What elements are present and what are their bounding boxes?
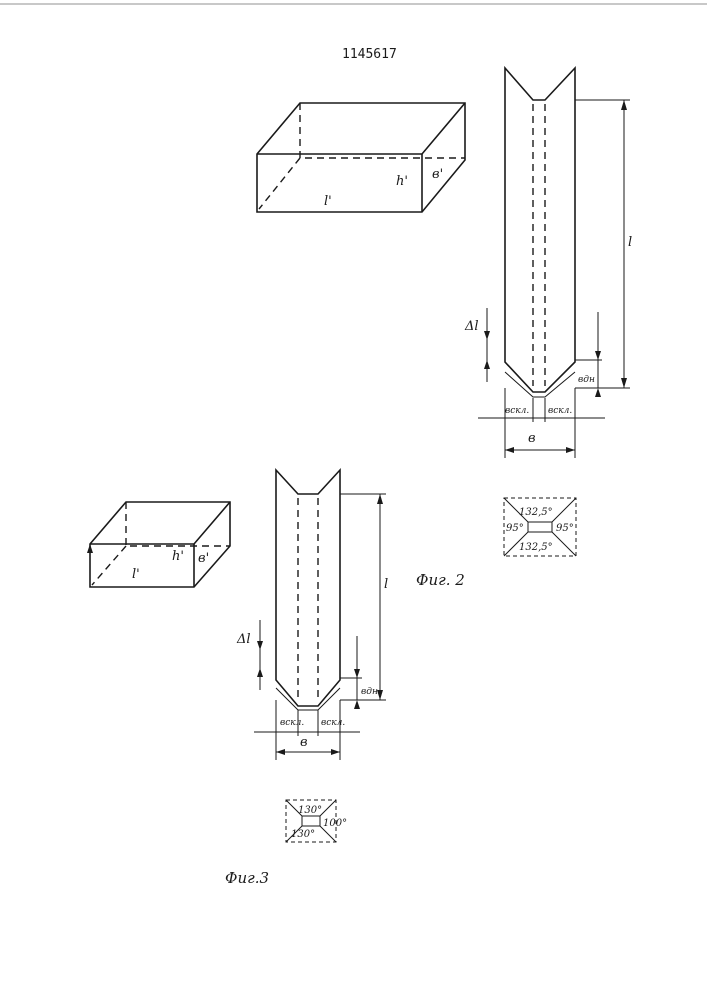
fig2-blank-length-label: l' xyxy=(324,194,332,209)
fig3-blank-height-label: h' xyxy=(172,549,184,564)
fig2-angle-left-label: 95° xyxy=(506,523,524,534)
fig2-total-width-label: в xyxy=(528,431,536,446)
fig3-caption: Фиг.3 xyxy=(225,869,269,887)
fig3-bottom-width-label: вдн xyxy=(361,687,378,697)
fig3-fold-width-left-label: вскл. xyxy=(280,718,304,728)
patent-number: 1145617 xyxy=(342,47,397,62)
fig2-blank-height-label: h' xyxy=(396,174,408,189)
fig2-angle-right-label: 95° xyxy=(556,523,574,534)
fig3-angle-right-label: 100° xyxy=(323,818,347,829)
fig3-fold-width-right-label: вскл. xyxy=(321,718,345,728)
fig2-length-label: l xyxy=(628,235,632,250)
fig2-bottom-width-label: вдн xyxy=(578,375,595,385)
fig3-angle-bottom-label: 130° xyxy=(291,829,315,840)
fig2-blank-width-label: в' xyxy=(432,167,443,182)
fig3-blank-length-label: l' xyxy=(132,567,140,582)
fig2-fold-width-right-label: вскл. xyxy=(548,406,572,416)
fig3-total-width-label: в xyxy=(300,735,308,750)
fig3-length-label: l xyxy=(384,577,388,592)
fig2-caption: Фиг. 2 xyxy=(416,571,465,589)
fig2-angle-top-label: 132,5° xyxy=(519,507,553,518)
fig2-fold-width-left-label: вскл. xyxy=(505,406,529,416)
fig2-angle-bottom-label: 132,5° xyxy=(519,542,553,553)
fig3-angle-top-label: 130° xyxy=(298,805,322,816)
fig3-blank-width-label: в' xyxy=(198,551,209,566)
fig2-delta-length-label: Δl xyxy=(464,319,479,334)
fig3-delta-length-label: Δl xyxy=(236,632,251,647)
